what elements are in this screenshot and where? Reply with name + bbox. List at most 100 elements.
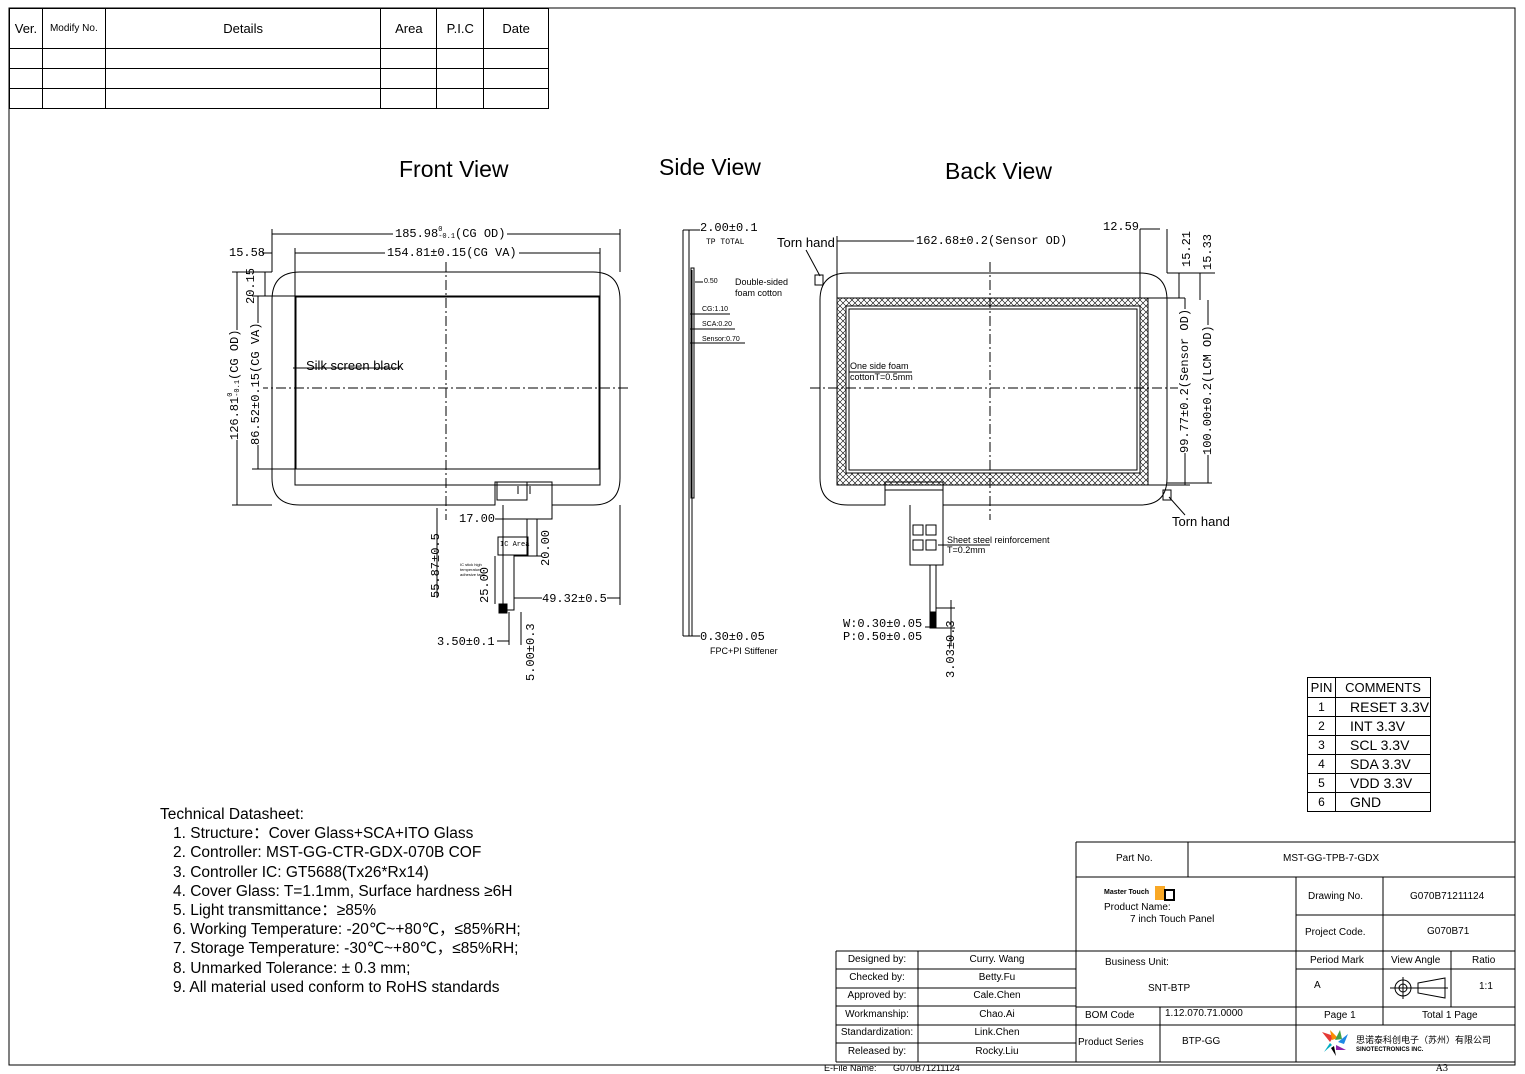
part-no-label: Part No. — [1116, 853, 1153, 864]
side-total-note: TP TOTAL — [706, 238, 745, 247]
wp-dim-label: W:0.30±0.05 P:0.50±0.05 — [843, 617, 923, 644]
project-code-value: G070B71 — [1427, 926, 1470, 937]
back-fpc-steel — [909, 505, 944, 566]
signoff-role: Designed by: — [847, 954, 907, 965]
project-code-label: Project Code. — [1305, 927, 1366, 938]
sensor-va — [848, 308, 1138, 471]
technical-item: 5. Light transmittance：≥85% — [173, 902, 377, 920]
fpc-offset-label: 49.32±0.5 — [542, 592, 607, 606]
signoff-role: Checked by: — [849, 972, 905, 983]
part-no-value: MST-GG-TPB-7-GDX — [1283, 853, 1380, 864]
signoff-role: Released by: — [847, 1046, 907, 1057]
back-fpc-connector — [885, 481, 944, 491]
period-mark-value: A — [1314, 980, 1321, 991]
technical-item: 1. Structure：Cover Glass+SCA+ITO Glass — [173, 825, 474, 843]
sensor-width-label: 162.68±0.2(Sensor OD) — [914, 234, 1070, 248]
silk-screen-label: Silk screen black — [306, 358, 404, 373]
projection-symbol-icon — [1390, 977, 1448, 999]
brand-name: Master Touch — [1104, 889, 1149, 896]
leader-torn-top — [805, 249, 821, 277]
comments-header: COMMENTS — [1335, 677, 1431, 698]
bom-code-value: 1.12.070.71.0000 — [1165, 1008, 1243, 1019]
signoff-name: Chao.Ai — [979, 1009, 1015, 1020]
technical-title: Technical Datasheet: — [160, 806, 304, 823]
leader-torn-bottom — [1168, 496, 1186, 516]
sensor-inner — [845, 305, 1141, 474]
technical-item: 9. All material used conform to RoHS sta… — [173, 978, 500, 996]
side-stiffener-label: 0.30±0.05 — [700, 630, 765, 644]
front-view-title: Front View — [399, 156, 509, 182]
side-view-title: Side View — [659, 154, 761, 180]
technical-item: 4. Cover Glass: T=1.1mm, Surface hardnes… — [173, 882, 513, 900]
steel-cell — [912, 539, 924, 551]
fpc-connector-top — [496, 482, 528, 501]
ic-area-box — [497, 536, 529, 556]
technical-item: 2. Controller: MST-GG-CTR-GDX-070B COF — [173, 844, 482, 862]
torn-hand-bottom-label: Torn hand — [1172, 514, 1230, 529]
signoff-name: Rocky.Liu — [975, 1046, 1019, 1057]
efile-label: E-File Name: — [824, 1063, 877, 1073]
ratio-value: 1:1 — [1479, 981, 1493, 992]
steel-label: Sheet steel reinforcement T=0.2mm — [947, 535, 1050, 555]
side-sca-label: SCA:0.20 — [702, 321, 732, 328]
steel-cell — [925, 539, 937, 551]
rev-header-ver: Ver. — [9, 8, 43, 49]
back-view-title: Back View — [945, 158, 1052, 184]
drawing-no-value: G070B71211124 — [1410, 891, 1485, 902]
sheet-size: A3 — [1436, 1064, 1449, 1074]
business-unit-label: Business Unit: — [1105, 957, 1169, 968]
right-offset-label: 12.59 — [1103, 220, 1140, 234]
side-cg-label: CG:1.10 — [702, 306, 729, 313]
company-logo-icon — [1322, 1030, 1348, 1056]
fpc-stiffener-mark — [498, 603, 508, 614]
period-mark-label: Period Mark — [1310, 955, 1364, 966]
signoff-name: Link.Chen — [974, 1027, 1020, 1038]
view-area-outline — [294, 295, 601, 486]
ic-note-label: IC stick high temperature adhesive tape — [460, 562, 485, 577]
steel-cell — [925, 524, 937, 536]
drawing-no-label: Drawing No. — [1308, 891, 1364, 902]
total-pages-label: Total 1 Page — [1422, 1010, 1478, 1021]
ic-area-label: IC Area — [500, 541, 530, 549]
product-name-label: Product Name: — [1104, 902, 1171, 913]
fpc-width-label: 17.00 — [459, 512, 496, 526]
technical-datasheet: Technical Datasheet: 1. Structure：Cover … — [160, 805, 521, 997]
active-area-outline — [295, 296, 600, 470]
back-fpc-contact — [929, 611, 937, 629]
pin-header: PIN — [1307, 677, 1336, 698]
side-laminate — [690, 267, 695, 499]
revision-table: Ver. Modify No. Details Area P.I.C Date — [9, 8, 549, 109]
view-angle-label: View Angle — [1391, 955, 1441, 966]
product-series-label: Product Series — [1078, 1037, 1144, 1048]
sheet-border — [8, 7, 1516, 1066]
side-stiffener-note: FPC+PI Stiffener — [710, 646, 778, 656]
technical-item: 8. Unmarked Tolerance: ± 0.3 mm; — [173, 959, 411, 977]
signoff-name: Curry. Wang — [969, 954, 1025, 965]
rev-header-details: Details — [104, 8, 382, 49]
page-label: Page 1 — [1324, 1010, 1356, 1021]
rev-row — [9, 88, 549, 109]
fpc-350-label: 3.50±0.1 — [437, 635, 495, 649]
ratio-label: Ratio — [1472, 955, 1496, 966]
signoff-role: Approved by: — [847, 990, 907, 1001]
product-series-value: BTP-GG — [1182, 1036, 1221, 1047]
business-unit-value: SNT-BTP — [1148, 983, 1191, 994]
side-total-label: 2.00±0.1 — [700, 221, 758, 235]
dim-left-offset-label: 15.58 — [229, 246, 266, 260]
efile-value: G070B71211124 — [893, 1063, 960, 1073]
rev-row — [9, 68, 549, 89]
technical-item: 3. Controller IC: GT5688(Tx26*Rx14) — [173, 863, 429, 881]
cover-glass-outline — [271, 271, 621, 506]
back-foam-label: One side foam cottonT=0.5mm — [850, 361, 913, 382]
sensor-outline — [836, 297, 1149, 486]
back-view-drawing — [805, 228, 1215, 645]
dim-width-va-label: 154.81±0.15(CG VA) — [385, 246, 519, 260]
